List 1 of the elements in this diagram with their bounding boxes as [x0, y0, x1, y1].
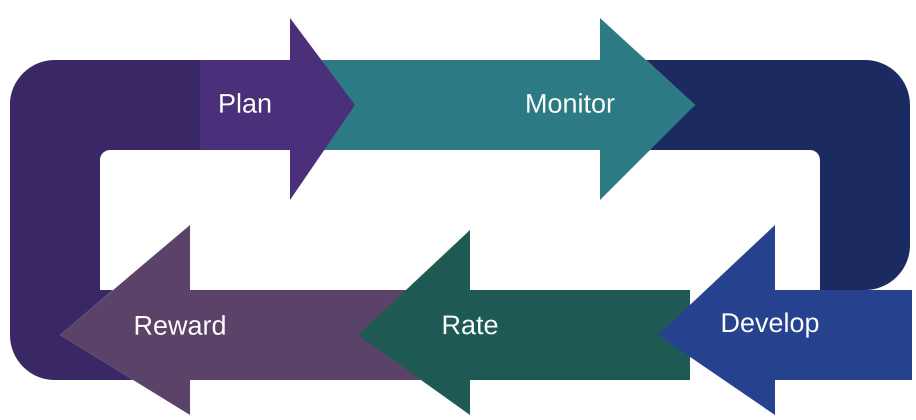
- loop-band: [646, 60, 910, 290]
